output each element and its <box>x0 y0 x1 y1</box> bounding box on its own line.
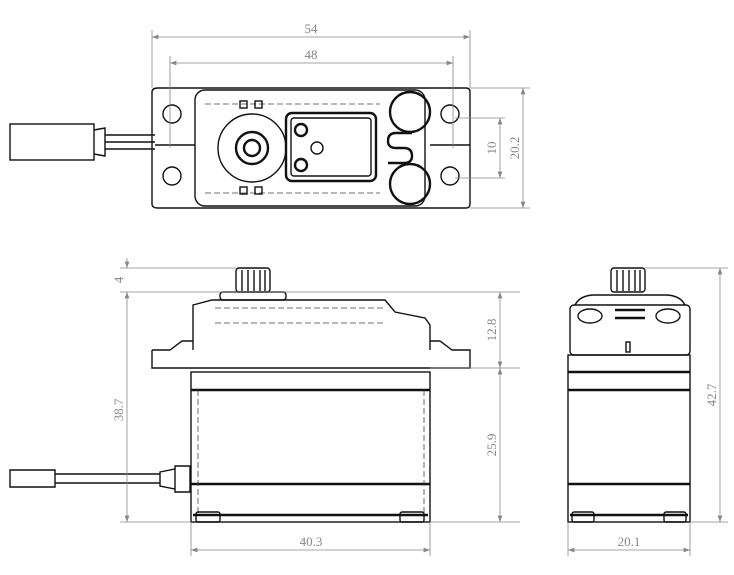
side-cable <box>9 469 160 488</box>
dim-body-width: 20.1 <box>618 534 641 549</box>
dim-body-length: 40.3 <box>300 534 323 549</box>
dim-spline-height: 4 <box>111 276 126 283</box>
dim-hole-spacing: 48 <box>305 47 318 62</box>
cable-grommet <box>159 465 191 493</box>
dim-overall-length: 54 <box>305 21 319 36</box>
servo-top-outline <box>151 87 471 209</box>
connector-plug <box>9 123 95 161</box>
top-view <box>9 87 471 209</box>
front-dimensions: 4 38.7 12.8 25.9 40.3 <box>111 258 520 556</box>
top-dimensions: 54 48 20.2 10 <box>151 21 530 209</box>
dim-body-height: 38.7 <box>111 398 126 421</box>
front-view <box>9 267 471 523</box>
side-output-spline <box>610 267 646 293</box>
brand-logo-s <box>386 131 414 165</box>
side-view <box>567 267 691 523</box>
dim-hole-pitch: 10 <box>484 142 499 155</box>
cable <box>105 134 155 150</box>
dim-total-height: 42.7 <box>704 383 719 406</box>
side-dimensions: 42.7 20.1 <box>567 267 728 556</box>
connector-boot <box>93 127 106 157</box>
dim-overall-width: 20.2 <box>507 137 522 160</box>
dim-lower-height: 25.9 <box>484 434 499 457</box>
dim-upper-height: 12.8 <box>484 319 499 342</box>
